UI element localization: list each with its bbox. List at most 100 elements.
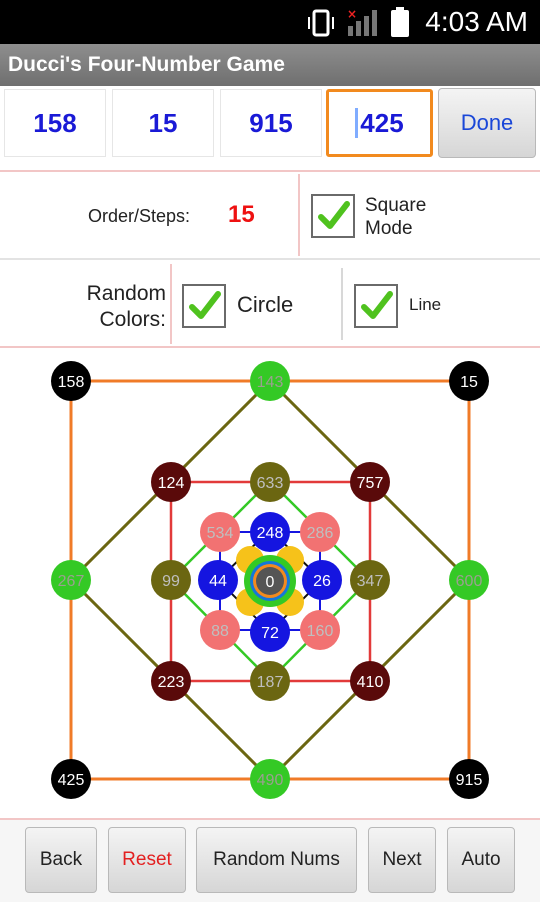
node-223: 223: [151, 661, 191, 701]
node-187: 187: [250, 661, 290, 701]
svg-text:×: ×: [347, 7, 357, 21]
node-label: 44: [209, 573, 227, 590]
node-circle: [250, 462, 290, 502]
number-input-4[interactable]: 425: [326, 89, 433, 157]
node-600: 600: [449, 560, 489, 600]
node-0: 0: [256, 567, 284, 595]
node-label: 490: [257, 772, 284, 789]
node-label: 915: [456, 772, 483, 789]
text-cursor: [355, 108, 359, 138]
node-circle: [449, 560, 489, 600]
node-label: 0: [266, 574, 275, 591]
node-circle: [300, 610, 340, 650]
ducci-board[interactable]: 158 143 15 267 600 425 490 915 124 633 757 99 347 223…: [0, 352, 540, 818]
node-circle: [250, 512, 290, 552]
clock: 4:03 AM: [425, 6, 528, 37]
node-circle: [250, 661, 290, 701]
divider: [0, 258, 540, 260]
auto-button[interactable]: Auto: [447, 827, 515, 893]
random-colors-label: Random Colors:: [86, 282, 166, 331]
node-circle: [350, 560, 390, 600]
node-72: 72: [250, 612, 290, 652]
node-label: 26: [313, 573, 331, 590]
node-label: 425: [58, 772, 85, 789]
node-label: 248: [257, 525, 284, 542]
node-633: 633: [250, 462, 290, 502]
node-label: 267: [58, 573, 85, 590]
checkmark-icon: [361, 291, 393, 319]
node-label: 410: [357, 674, 384, 691]
square-mode-checkbox[interactable]: [311, 194, 355, 238]
node-160: 160: [300, 610, 340, 650]
checkmark-icon: [318, 201, 350, 229]
next-button[interactable]: Next: [368, 827, 436, 893]
node-label: 633: [257, 475, 284, 492]
node-circle: [449, 361, 489, 401]
node-circle: [302, 560, 342, 600]
bottom-toolbar: Back Reset Random Nums Next Auto: [0, 818, 540, 902]
done-button[interactable]: Done: [438, 88, 536, 158]
node-label: 534: [207, 525, 234, 542]
node-circle: [449, 759, 489, 799]
battery-icon: [391, 7, 409, 37]
node-label: 223: [158, 674, 185, 691]
circle-label: Circle: [237, 292, 294, 317]
node-410: 410: [350, 661, 390, 701]
node-circle: [151, 661, 191, 701]
node-534: 534: [200, 512, 240, 552]
node-label: 88: [211, 623, 229, 640]
divider: [0, 170, 540, 172]
circle-checkbox[interactable]: [182, 284, 226, 328]
node-label: 347: [357, 573, 384, 590]
node-143: 143: [250, 361, 290, 401]
line-checkbox[interactable]: [354, 284, 398, 328]
node-286: 286: [300, 512, 340, 552]
node-267: 267: [51, 560, 91, 600]
node-158: 158: [51, 361, 91, 401]
node-label: 15: [460, 374, 478, 391]
node-124: 124: [151, 462, 191, 502]
node-99: 99: [151, 560, 191, 600]
line-label: Line: [409, 295, 442, 314]
node-757: 757: [350, 462, 390, 502]
node-circle: [350, 462, 390, 502]
random-nums-button[interactable]: Random Nums: [196, 827, 357, 893]
node-425: 425: [51, 759, 91, 799]
divider: [341, 268, 343, 340]
checkmark-icon: [189, 291, 221, 319]
node-circle: [51, 361, 91, 401]
node-circle: [250, 759, 290, 799]
node-circle: [151, 462, 191, 502]
app-title: Ducci's Four-Number Game: [8, 53, 285, 76]
divider: [298, 174, 300, 256]
node-label: 187: [257, 674, 284, 691]
node-circle: [256, 567, 284, 595]
node-347: 347: [350, 560, 390, 600]
node-15: 15: [449, 361, 489, 401]
number-input-3[interactable]: 915: [220, 89, 322, 157]
back-button[interactable]: Back: [25, 827, 97, 893]
node-248: 248: [250, 512, 290, 552]
number-input-2[interactable]: 15: [112, 89, 214, 157]
node-circle: [51, 560, 91, 600]
node-label: 158: [58, 374, 85, 391]
node-label: 600: [456, 573, 483, 590]
node-circle: [198, 560, 238, 600]
node-circle: [151, 560, 191, 600]
divider: [170, 264, 172, 344]
app-title-bar: Ducci's Four-Number Game: [0, 44, 540, 86]
node-26: 26: [302, 560, 342, 600]
node-915: 915: [449, 759, 489, 799]
divider: [0, 346, 540, 348]
vibrate-icon: [308, 9, 334, 37]
order-steps-label: Order/Steps:: [87, 206, 190, 226]
node-circle: [200, 512, 240, 552]
node-label: 286: [307, 525, 334, 542]
reset-button[interactable]: Reset: [108, 827, 186, 893]
board-nodes: 158 143 15 267 600 425 490 915 124 633 757 99 347 223…: [51, 361, 489, 799]
node-circle: [51, 759, 91, 799]
number-input-1[interactable]: 158: [4, 89, 106, 157]
node-490: 490: [250, 759, 290, 799]
node-circle: [250, 612, 290, 652]
node-label: 160: [307, 623, 334, 640]
